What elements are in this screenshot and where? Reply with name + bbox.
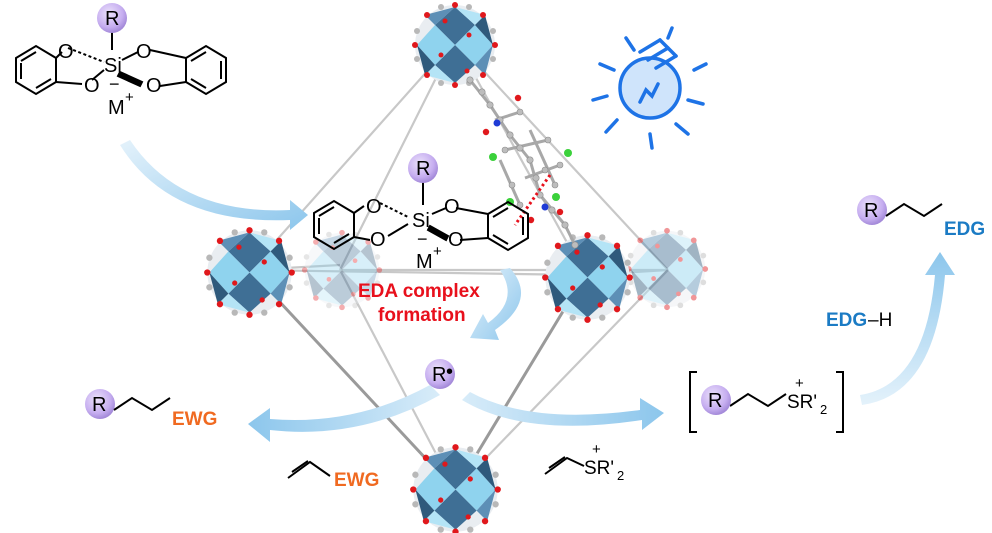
- plus-sign: +: [125, 89, 134, 106]
- si-label: Si: [412, 210, 430, 232]
- si-label: Si: [104, 55, 122, 77]
- center-r-group-ball: [408, 153, 438, 183]
- cage-front-edges: [248, 268, 587, 492]
- o-label: O: [448, 229, 464, 251]
- r-group-ball: [97, 3, 127, 33]
- cation-label: M: [416, 251, 433, 273]
- arrows: [120, 140, 955, 442]
- arrow-eda-to-radical: [470, 268, 522, 340]
- left-product-r-ball: [85, 389, 115, 419]
- right-reagent-vinyl: [544, 456, 585, 475]
- silicate-center: [313, 180, 529, 252]
- left-reagent-vinyl: [287, 460, 331, 479]
- final-product-edg: EDG: [944, 219, 985, 240]
- sulfonium-plus: +: [795, 375, 804, 392]
- o-label: O: [444, 196, 460, 218]
- silicate-r-label: R: [105, 8, 119, 30]
- o-label: O: [84, 75, 100, 97]
- o-label: O: [136, 41, 152, 63]
- cluster-back-right: [625, 227, 709, 311]
- light-bulb-icon: [591, 26, 708, 150]
- final-product-r-ball: [857, 195, 887, 225]
- radical-ball: [425, 359, 455, 389]
- cation-label: M: [108, 97, 125, 119]
- minus-sign: −: [417, 229, 428, 249]
- o-label: O: [366, 196, 382, 218]
- sulfonium-r-ball: [701, 385, 731, 415]
- right-reagent-subscript: 2: [617, 468, 624, 483]
- right-reagent-plus: +: [592, 441, 601, 458]
- plus-sign: +: [433, 243, 442, 260]
- right-reagent-sr: SR': [584, 458, 614, 479]
- sulfonium-subscript: 2: [820, 402, 827, 417]
- o-label: O: [370, 229, 386, 251]
- arrow-to-final-product: [860, 252, 955, 405]
- arrow-silicate-into-cage: [120, 140, 308, 230]
- ligand-strand: [466, 76, 579, 249]
- radical-r-label: R: [432, 364, 446, 386]
- left-reagent-ewg: EWG: [334, 470, 379, 491]
- eda-line-2: formation: [378, 305, 466, 326]
- sulfonium-brackets: [689, 371, 844, 433]
- arrow-to-sulfonium: [462, 392, 664, 430]
- nucleophile-suffix: –H: [868, 310, 892, 331]
- silicate-top-left: [15, 28, 227, 96]
- final-product-r-label: R: [864, 200, 878, 222]
- left-product-chain: [113, 396, 171, 412]
- cluster-left: [204, 227, 295, 318]
- cluster-bottom: [410, 444, 501, 533]
- minus-sign: −: [109, 74, 120, 94]
- eda-line-1: EDA complex: [358, 281, 480, 302]
- sulfonium-r-label: R: [708, 390, 722, 412]
- cluster-right: [542, 232, 633, 323]
- sulfonium-sr: SR': [787, 392, 817, 413]
- radical-dot: •: [446, 361, 453, 383]
- cluster-top: [412, 2, 498, 88]
- left-product-r-label: R: [92, 394, 106, 416]
- o-label: O: [146, 75, 162, 97]
- left-product-ewg: EWG: [172, 409, 217, 430]
- nucleophile-edg: EDG: [826, 310, 867, 331]
- o-label: O: [58, 41, 74, 63]
- arrow-to-left-product: [248, 385, 440, 442]
- center-r-label: R: [416, 158, 430, 180]
- final-product-chain: [885, 202, 943, 218]
